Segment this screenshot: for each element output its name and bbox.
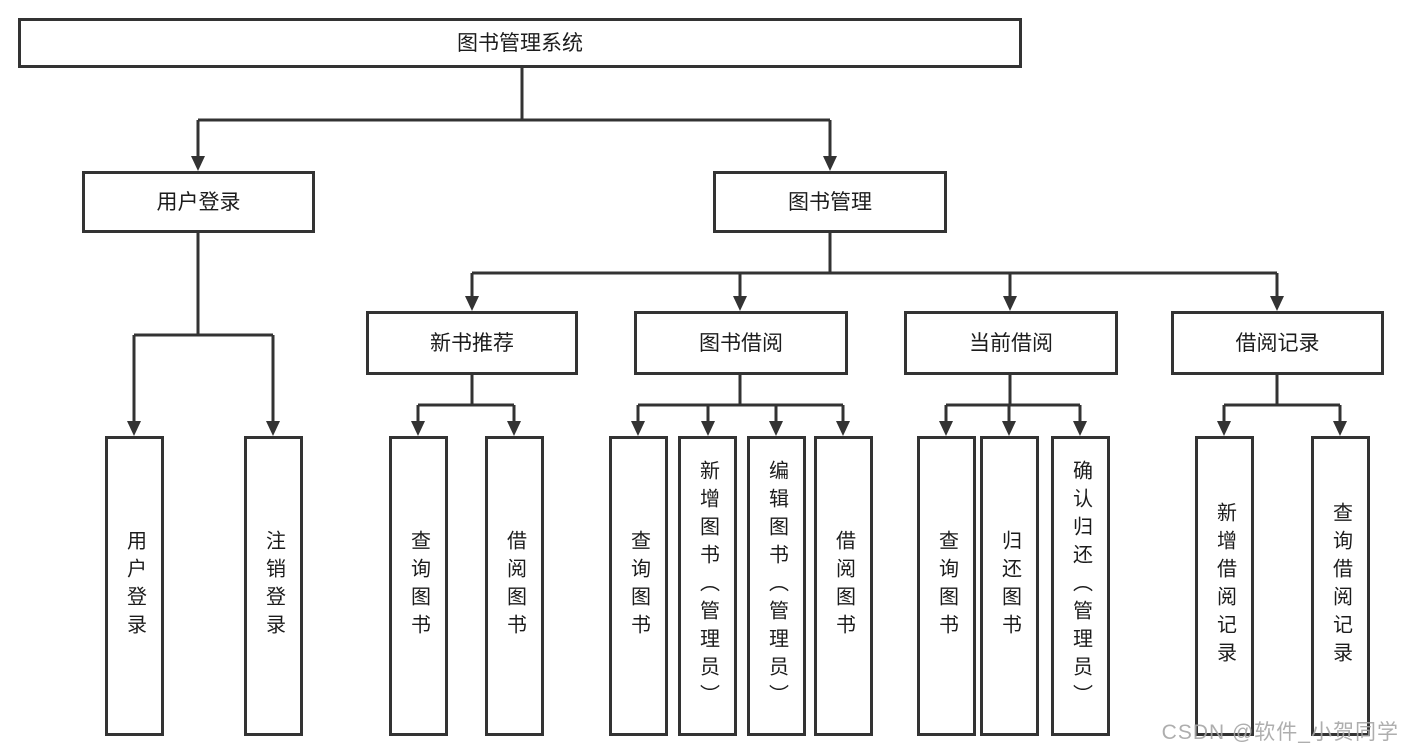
node-new-books: 新书推荐 <box>366 311 578 375</box>
leaf-query-books-1: 查询图书 <box>389 436 448 736</box>
arrowhead <box>701 421 715 436</box>
arrowhead <box>939 421 953 436</box>
connector-book-borrow-group <box>636 375 845 423</box>
connector-new-books-group <box>416 375 516 423</box>
leaf-add-borrow-record: 新增借阅记录 <box>1195 436 1254 736</box>
arrowhead <box>769 421 783 436</box>
arrowhead <box>411 421 425 436</box>
arrowhead <box>1003 296 1017 311</box>
leaf-logout: 注销登录 <box>244 436 303 736</box>
arrowhead <box>1270 296 1284 311</box>
leaf-edit-books-admin: 编辑图书（管理员） <box>747 436 806 736</box>
arrowhead <box>1333 421 1347 436</box>
arrowhead <box>465 296 479 311</box>
connector-book-mgmt-to-level3 <box>470 233 1279 298</box>
arrowhead <box>507 421 521 436</box>
leaf-query-books-2: 查询图书 <box>609 436 668 736</box>
connector-root-to-level2 <box>196 68 832 158</box>
arrowhead <box>266 421 280 436</box>
arrowhead <box>733 296 747 311</box>
arrowhead <box>1002 421 1016 436</box>
arrowhead <box>127 421 141 436</box>
arrowhead <box>836 421 850 436</box>
leaf-confirm-return-admin: 确认归还（管理员） <box>1051 436 1110 736</box>
leaf-borrow-books-1: 借阅图书 <box>485 436 544 736</box>
node-borrow-records: 借阅记录 <box>1171 311 1384 375</box>
leaf-borrow-books-2: 借阅图书 <box>814 436 873 736</box>
arrowhead <box>631 421 645 436</box>
node-book-borrow: 图书借阅 <box>634 311 848 375</box>
arrowhead <box>1217 421 1231 436</box>
leaf-add-books-admin: 新增图书（管理员） <box>678 436 737 736</box>
connector-borrow-records-group <box>1222 375 1342 423</box>
arrowhead <box>823 156 837 171</box>
node-book-mgmt: 图书管理 <box>713 171 947 233</box>
leaf-return-books: 归还图书 <box>980 436 1039 736</box>
node-root: 图书管理系统 <box>18 18 1022 68</box>
leaf-user-login: 用户登录 <box>105 436 164 736</box>
csdn-watermark: CSDN @软件_小贺同学 <box>1161 721 1399 744</box>
arrowhead <box>191 156 205 171</box>
node-current-borrow: 当前借阅 <box>904 311 1118 375</box>
connector-user-login-group <box>132 233 275 423</box>
node-user-login: 用户登录 <box>82 171 315 233</box>
connector-current-borrow-group <box>944 375 1082 423</box>
arrowhead <box>1073 421 1087 436</box>
leaf-query-books-3: 查询图书 <box>917 436 976 736</box>
leaf-query-borrow-record: 查询借阅记录 <box>1311 436 1370 736</box>
